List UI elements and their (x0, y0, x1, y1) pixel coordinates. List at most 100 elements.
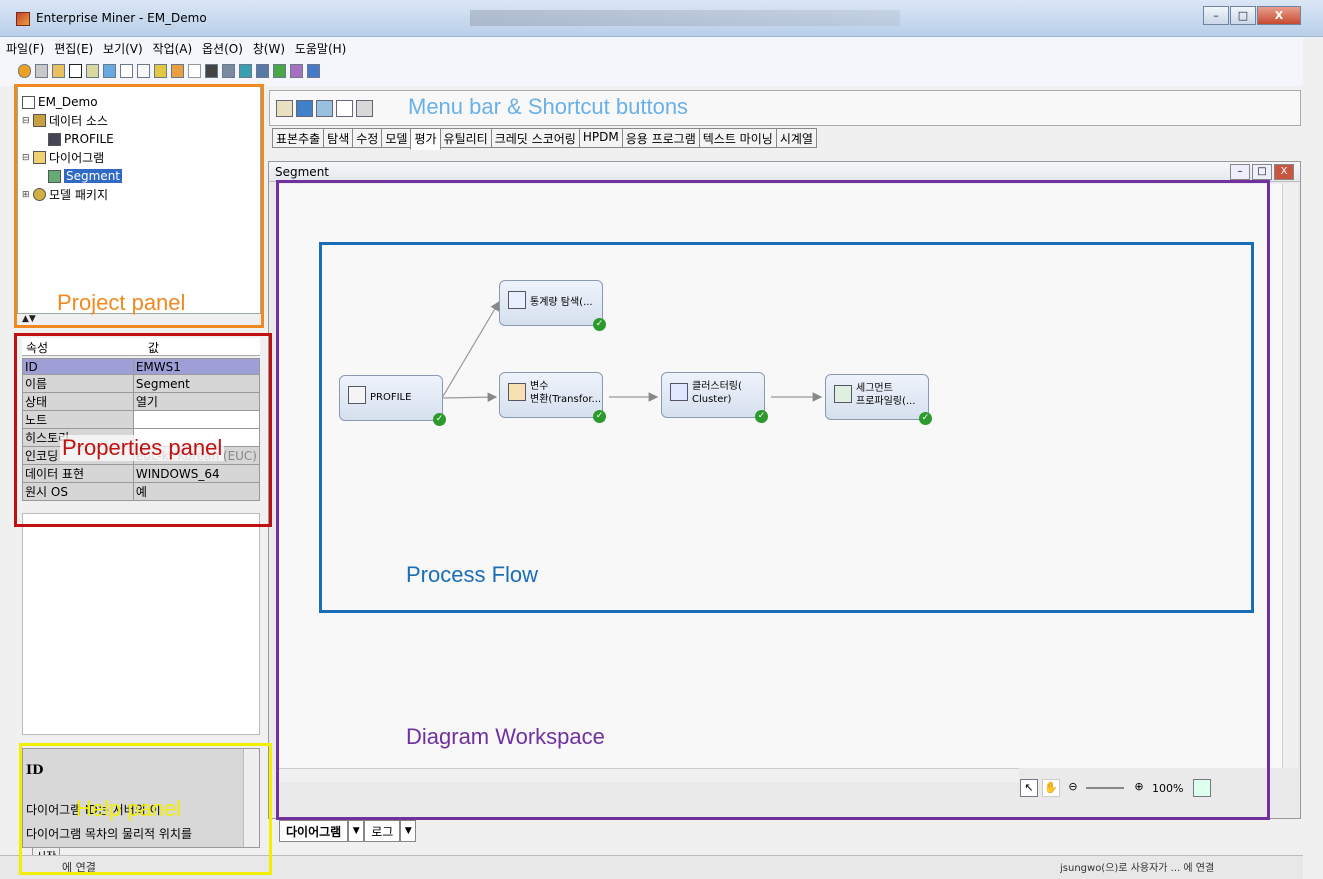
explore-icon[interactable] (273, 64, 286, 78)
node-stats-explore[interactable]: 통계량 탐색(... ✓ (499, 280, 606, 331)
window-titlebar: Enterprise Miner - EM_Demo – □ X (0, 0, 1323, 37)
sql-icon[interactable] (296, 100, 313, 117)
chevron-down-icon[interactable]: ▼ (400, 820, 417, 842)
menu-help[interactable]: 도움말(H) (294, 42, 347, 56)
layout-icon[interactable] (120, 64, 133, 78)
panel-splitter-icon[interactable]: ▲▼ (22, 314, 36, 324)
zoom-in-icon[interactable]: ⊕ (1134, 780, 1144, 793)
tree-item-data-sources[interactable]: ⊟ 데이터 소스 (22, 112, 122, 131)
graph-explore-icon[interactable] (276, 100, 293, 117)
collapse-icon[interactable]: ⊟ (22, 115, 30, 126)
tab-utility[interactable]: 유틸리티 (439, 128, 492, 148)
help-panel-annotation: Help panel (76, 796, 182, 821)
tab-diagram[interactable]: 다이어그램 (279, 820, 349, 842)
new-icon[interactable] (18, 64, 31, 78)
tab-sample[interactable]: 표본추출 (272, 128, 325, 148)
expand-icon[interactable]: ⊞ (22, 189, 30, 200)
status-connection: jsungwo(으)로 사용자가 ... 에 연결 (1060, 863, 1215, 874)
close-button[interactable]: X (1257, 6, 1301, 25)
layout-tree-icon[interactable] (1193, 779, 1212, 797)
help-scrollbar[interactable] (243, 749, 259, 847)
background-window-ghost (470, 10, 900, 26)
property-value[interactable] (132, 410, 261, 430)
tab-modify[interactable]: 수정 (352, 128, 383, 148)
property-row[interactable]: 노트 (22, 410, 261, 430)
vertical-scrollbar[interactable] (1282, 184, 1298, 768)
minimize-button[interactable]: – (1203, 6, 1229, 25)
report-icon[interactable] (336, 100, 353, 117)
properties-panel-annotation-box (14, 333, 272, 527)
property-value: 열기 (132, 392, 261, 412)
tree-item-segment[interactable]: Segment (22, 167, 122, 186)
zoom-out-icon[interactable]: ⊖ (1068, 780, 1078, 793)
pan-hand-icon[interactable]: ✋ (1042, 779, 1060, 797)
node-label-line: Cluster) (692, 394, 732, 405)
menu-file[interactable]: 파일(F) (6, 42, 45, 56)
folder-icon[interactable] (171, 64, 184, 78)
tab-log[interactable]: 로그 (364, 820, 401, 842)
document-icon[interactable] (137, 64, 150, 78)
zoom-toolbar: ↖ ✋ ⊖ ⊕ 100% (1020, 768, 1282, 808)
diagram-workspace-annotation-box (276, 180, 1270, 820)
success-check-icon: ✓ (593, 318, 606, 331)
model-icon[interactable] (222, 64, 235, 78)
property-column-header[interactable]: 속성 (26, 341, 49, 355)
maximize-button[interactable]: □ (1230, 6, 1256, 25)
zoom-slider[interactable] (1086, 787, 1124, 789)
tab-explore[interactable]: 탐색 (323, 128, 354, 148)
menu-window[interactable]: 창(W) (252, 42, 286, 56)
filter-icon[interactable] (316, 100, 333, 117)
diagram-canvas[interactable] (279, 184, 1282, 768)
project-icon (22, 95, 35, 109)
help-text-line: 다이어그램 목차의 물리적 위치를 (26, 827, 193, 841)
library-icon[interactable] (256, 64, 269, 78)
stop-icon[interactable] (205, 64, 218, 78)
tree-item-label: 모델 패키지 (49, 188, 109, 203)
chevron-down-icon[interactable]: ▼ (348, 820, 365, 842)
results-icon[interactable] (154, 64, 167, 78)
tab-model[interactable]: 모델 (381, 128, 412, 148)
tab-applications[interactable]: 응용 프로그램 (621, 128, 700, 148)
graph-icon[interactable] (290, 64, 303, 78)
node-profile[interactable]: PROFILE ✓ (339, 375, 446, 426)
value-column-header[interactable]: 값 (148, 341, 160, 355)
diagram-icon[interactable] (103, 64, 116, 78)
menu-options[interactable]: 옵션(O) (202, 42, 243, 56)
tab-hpdm[interactable]: HPDM (578, 128, 623, 148)
success-check-icon: ✓ (593, 410, 606, 423)
tree-item-model-packages[interactable]: ⊞ 모델 패키지 (22, 186, 122, 205)
node-cluster[interactable]: 클러스터링(Cluster) ✓ (661, 372, 768, 423)
tab-text-mining[interactable]: 텍스트 마이닝 (698, 128, 777, 148)
tree-item-profile[interactable]: PROFILE (22, 130, 122, 149)
horizontal-scrollbar[interactable] (279, 768, 1019, 782)
tab-credit-scoring[interactable]: 크레딧 스코어링 (490, 128, 580, 148)
properties-icon[interactable] (86, 64, 99, 78)
tree-item-diagrams[interactable]: ⊟ 다이어그램 (22, 149, 122, 168)
tree-root[interactable]: EM_Demo (22, 93, 122, 112)
select-pointer-icon[interactable]: ↖ (1020, 779, 1038, 797)
menu-view[interactable]: 보기(V) (103, 42, 143, 56)
copy-icon[interactable] (35, 64, 48, 78)
diagram-close-button[interactable]: X (1274, 164, 1294, 180)
diagram-minimize-button[interactable]: – (1230, 164, 1250, 180)
delete-icon[interactable] (69, 64, 82, 78)
tab-time-series[interactable]: 시계열 (775, 128, 817, 148)
collapse-icon[interactable]: ⊟ (22, 152, 30, 163)
run-icon[interactable] (188, 64, 201, 78)
menu-edit[interactable]: 편집(E) (54, 42, 94, 56)
help-book-icon[interactable] (307, 64, 320, 78)
tab-assess[interactable]: 평가 (410, 128, 441, 150)
refresh-icon[interactable] (239, 64, 252, 78)
stats-icon (508, 291, 526, 309)
tool-icon[interactable] (356, 100, 373, 117)
paste-icon[interactable] (52, 64, 65, 78)
menu-action[interactable]: 작업(A) (152, 42, 193, 56)
diagram-maximize-button[interactable]: □ (1252, 164, 1272, 180)
